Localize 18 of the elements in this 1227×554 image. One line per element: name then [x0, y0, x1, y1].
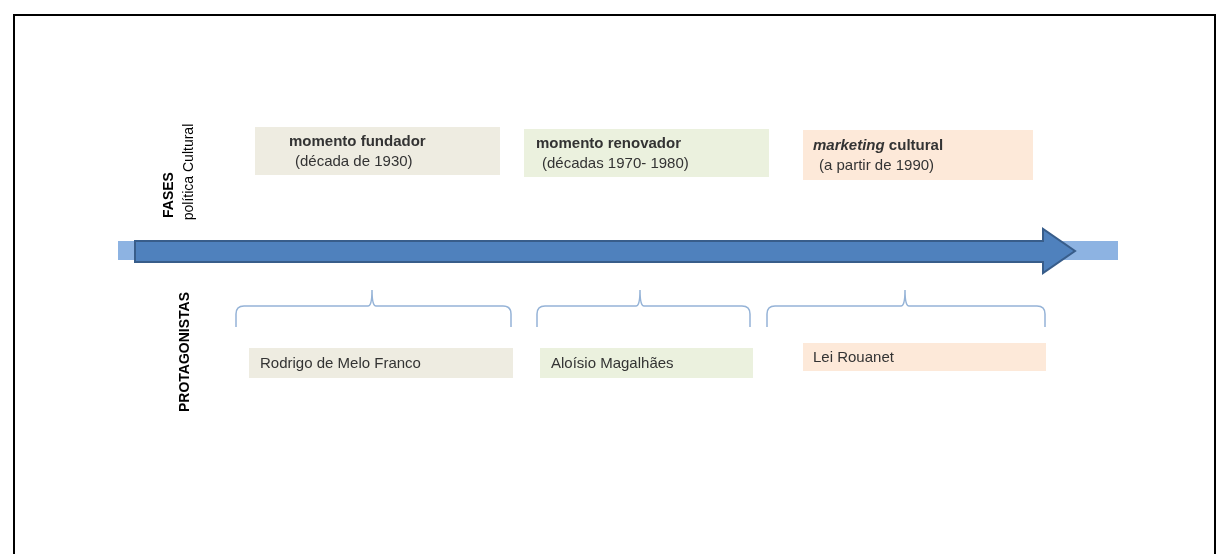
label-box [803, 343, 1046, 371]
label-box [524, 129, 769, 177]
box-text: Lei Rouanet [813, 347, 895, 367]
axis-label: FASES [161, 172, 175, 218]
label-box [249, 348, 513, 378]
box-text: (a partir de 1990) [818, 155, 936, 175]
axis-label: PROTAGONISTAS [177, 292, 191, 412]
label-box [255, 127, 500, 175]
label-box [803, 130, 1033, 180]
phase-title: momento fundador [289, 131, 427, 151]
box-text: (década de 1930) [294, 151, 414, 171]
phase-title: marketing cultural [813, 135, 945, 155]
box-text: Aloísio Magalhães [551, 353, 675, 373]
phase-title: momento renovador [536, 133, 683, 153]
box-text: (décadas 1970- 1980) [541, 153, 690, 173]
box-text: Rodrigo de Melo Franco [260, 353, 422, 373]
axis-label: política Cultural [181, 123, 195, 221]
label-box [540, 348, 753, 378]
